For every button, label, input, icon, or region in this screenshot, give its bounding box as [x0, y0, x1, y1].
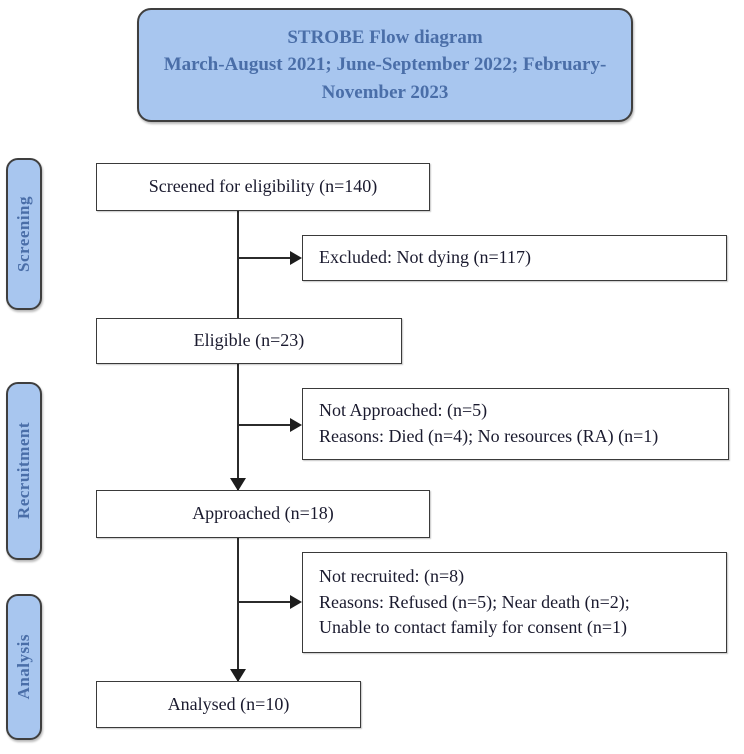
- node-approached-label: Approached (n=18): [192, 503, 334, 524]
- node-approached: Approached (n=18): [96, 490, 430, 538]
- connector-screened-to-excluded: [237, 257, 292, 259]
- node-not-recruited-line-2: Reasons: Refused (n=5); Near death (n=2)…: [319, 591, 630, 612]
- phase-tab-recruitment: Recruitment: [6, 382, 42, 560]
- node-not-approached: Not Approached: (n=5) Reasons: Died (n=4…: [302, 388, 729, 460]
- connector-screened-to-eligible: [237, 211, 239, 319]
- node-screened-label: Screened for eligibility (n=140): [148, 176, 378, 197]
- node-eligible-label: Eligible (n=23): [193, 330, 305, 351]
- title-line-3: November 2023: [321, 81, 449, 103]
- node-eligible: Eligible (n=23): [96, 318, 402, 364]
- connector-approached-to-analysed: [237, 538, 239, 682]
- title-line-1: STROBE Flow diagram: [287, 26, 483, 48]
- connector-eligible-to-not-approached: [237, 424, 292, 426]
- title-line-2: March-August 2021; June-September 2022; …: [163, 54, 607, 76]
- phase-tab-screening: Screening: [6, 158, 42, 310]
- node-excluded-line-1: Excluded: Not dying (n=117): [319, 247, 531, 268]
- node-screened-for-eligibility: Screened for eligibility (n=140): [96, 163, 430, 211]
- node-analysed: Analysed (n=10): [96, 681, 361, 728]
- arrowhead-right-not-recruited: [290, 595, 302, 609]
- node-not-recruited-line-1: Not recruited: (n=8): [319, 566, 465, 587]
- node-excluded-not-dying: Excluded: Not dying (n=117): [302, 235, 727, 281]
- node-not-approached-line-2: Reasons: Died (n=4); No resources (RA) (…: [319, 426, 659, 446]
- arrowhead-down-analysed: [230, 669, 246, 682]
- arrowhead-right-not-approached: [290, 418, 302, 432]
- phase-tab-analysis: Analysis: [6, 594, 42, 740]
- phase-tab-recruitment-label: Recruitment: [14, 422, 33, 520]
- diagram-title-banner: STROBE Flow diagram March-August 2021; J…: [137, 8, 633, 122]
- node-not-recruited: Not recruited: (n=8) Reasons: Refused (n…: [302, 552, 727, 653]
- phase-tab-analysis-label: Analysis: [14, 634, 33, 700]
- arrowhead-down-approached: [230, 478, 246, 491]
- connector-approached-to-not-recruited: [237, 601, 292, 603]
- node-not-recruited-line-3: Unable to contact family for consent (n=…: [319, 617, 628, 638]
- phase-tab-screening-label: Screening: [14, 196, 33, 272]
- node-not-approached-line-1: Not Approached: (n=5): [319, 400, 488, 421]
- connector-eligible-to-approached: [237, 364, 239, 491]
- arrowhead-right-excluded: [290, 251, 302, 265]
- node-analysed-label: Analysed (n=10): [167, 693, 290, 714]
